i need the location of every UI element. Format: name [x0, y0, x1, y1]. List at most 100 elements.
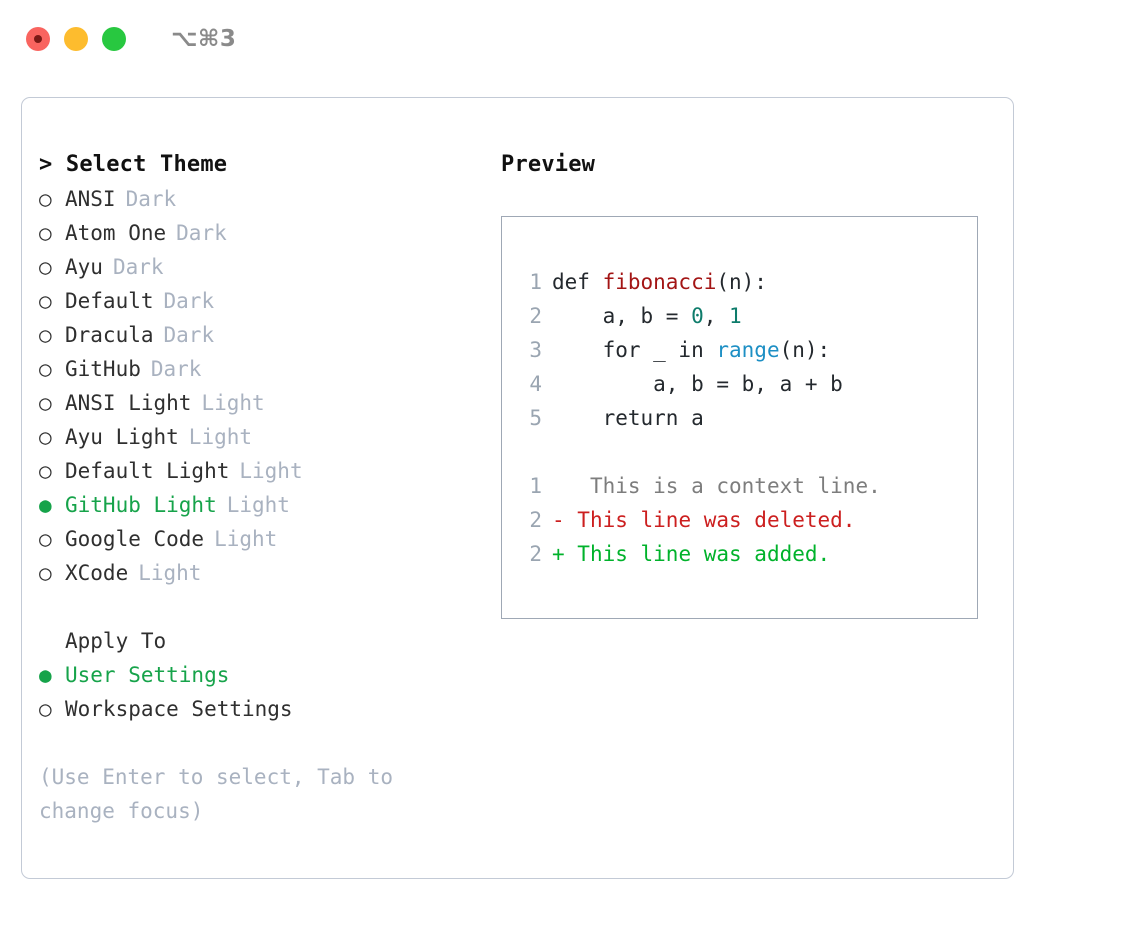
theme-option[interactable]: ● GitHub Light Light — [39, 488, 487, 522]
diff-line: 1 This is a context line. — [520, 469, 977, 503]
select-theme-heading: > Select Theme — [39, 152, 228, 177]
theme-option[interactable]: ○ Default Dark — [39, 284, 487, 318]
code-line-number: 3 — [529, 338, 542, 362]
theme-option-label: Default — [65, 289, 154, 313]
diff-text: This line was deleted. — [564, 508, 856, 532]
code-token-plain: a, b = — [552, 304, 692, 328]
radio-unselected-icon: ○ — [39, 697, 52, 721]
theme-option-label: Ayu — [65, 255, 103, 279]
code-line: 2 a, b = 0, 1 — [520, 299, 977, 333]
keyboard-shortcut-label: ⌥⌘3 — [171, 25, 237, 52]
diff-marker — [552, 474, 565, 498]
theme-option-category: Light — [214, 527, 278, 551]
diff-sample: 1 This is a context line.2- This line wa… — [520, 469, 977, 571]
diff-marker: + — [552, 542, 565, 566]
radio-unselected-icon: ○ — [39, 459, 52, 483]
code-token-plain: a, b = b, a + b — [552, 372, 843, 396]
code-token-plain: (n): — [716, 270, 767, 294]
theme-option-category: Light — [201, 391, 265, 415]
code-token-plain: (n): — [779, 338, 831, 362]
radio-unselected-icon: ○ — [39, 221, 52, 245]
radio-unselected-icon: ○ — [39, 391, 52, 415]
theme-option-category: Dark — [163, 289, 215, 313]
code-token-plain: return a — [552, 406, 704, 430]
code-line: 3 for _ in range(n): — [520, 333, 977, 367]
list-spacer — [39, 590, 487, 624]
apply-to-option-label: Workspace Settings — [65, 697, 293, 721]
code-line: 1 def fibonacci(n): — [520, 265, 977, 299]
theme-option[interactable]: ○ Ayu Light Light — [39, 420, 487, 454]
apply-to-list: ●User Settings ○ Workspace Settings — [39, 658, 487, 726]
theme-option-label: Dracula — [65, 323, 154, 347]
theme-option[interactable]: ○ XCode Light — [39, 556, 487, 590]
theme-option-category: Dark — [176, 221, 227, 245]
close-button-icon[interactable] — [26, 27, 50, 51]
radio-selected-icon: ● — [39, 663, 52, 687]
code-token-fn: fibonacci — [602, 270, 717, 294]
theme-option[interactable]: ○ Ayu Dark — [39, 250, 487, 284]
minimize-button-icon[interactable] — [64, 27, 88, 51]
diff-line: 2 + This line was added. — [520, 537, 977, 571]
code-token-plain: for _ in — [552, 338, 717, 362]
theme-option[interactable]: ○ ANSI Dark — [39, 182, 487, 216]
code-line-number: 5 — [529, 406, 542, 430]
theme-option-category: Light — [138, 561, 202, 585]
theme-option-label: Default Light — [65, 459, 230, 483]
code-token-plain: def — [552, 270, 603, 294]
apply-to-option[interactable]: ○ Workspace Settings — [39, 692, 487, 726]
theme-option-label: Ayu Light — [65, 425, 179, 449]
code-token-num: 1 — [729, 304, 742, 328]
theme-option-category: Dark — [125, 187, 177, 211]
apply-to-option[interactable]: ●User Settings — [39, 658, 487, 692]
theme-option-label: GitHub Light — [65, 493, 217, 517]
diff-text: This is a context line. — [564, 474, 881, 498]
theme-option-label: ANSI — [65, 187, 116, 211]
theme-option-label: Atom One — [65, 221, 167, 245]
theme-option[interactable]: ○ Google Code Light — [39, 522, 487, 556]
theme-option-label: Google Code — [65, 527, 205, 551]
radio-unselected-icon: ○ — [39, 425, 52, 449]
radio-unselected-icon: ○ — [39, 561, 52, 585]
code-token-plain: , — [703, 304, 730, 328]
theme-option[interactable]: ○ Atom One Dark — [39, 216, 487, 250]
window-controls — [26, 27, 126, 51]
diff-line-number: 1 — [529, 474, 542, 498]
theme-option-category: Dark — [150, 357, 202, 381]
theme-option-category: Dark — [112, 255, 164, 279]
preview-heading: Preview — [501, 152, 596, 177]
radio-unselected-icon: ○ — [39, 527, 52, 551]
maximize-button-icon[interactable] — [102, 27, 126, 51]
diff-text: This line was added. — [564, 542, 831, 566]
radio-unselected-icon: ○ — [39, 323, 52, 347]
radio-selected-icon: ● — [39, 493, 52, 517]
code-line: 4 a, b = b, a + b — [520, 367, 977, 401]
radio-unselected-icon: ○ — [39, 357, 52, 381]
diff-line: 2- This line was deleted. — [520, 503, 977, 537]
keyboard-hint-text: (Use Enter to select, Tab to change focu… — [39, 765, 406, 823]
theme-option-category: Light — [226, 493, 290, 517]
code-line-number: 4 — [529, 372, 542, 396]
title-bar: ⌥⌘3 — [0, 0, 1140, 78]
radio-unselected-icon: ○ — [39, 255, 52, 279]
apply-to-heading: Apply To — [65, 629, 167, 653]
code-line-number: 1 — [529, 270, 542, 294]
code-token-call: range — [716, 338, 780, 362]
code-diff-separator — [520, 435, 977, 469]
diff-line-number: 2 — [529, 508, 542, 532]
radio-unselected-icon: ○ — [39, 289, 52, 313]
code-line-number: 2 — [529, 304, 542, 328]
theme-option-label: XCode — [65, 561, 129, 585]
theme-option-category: Light — [188, 425, 253, 449]
radio-unselected-icon: ○ — [39, 187, 52, 211]
diff-line-number: 2 — [529, 542, 542, 566]
